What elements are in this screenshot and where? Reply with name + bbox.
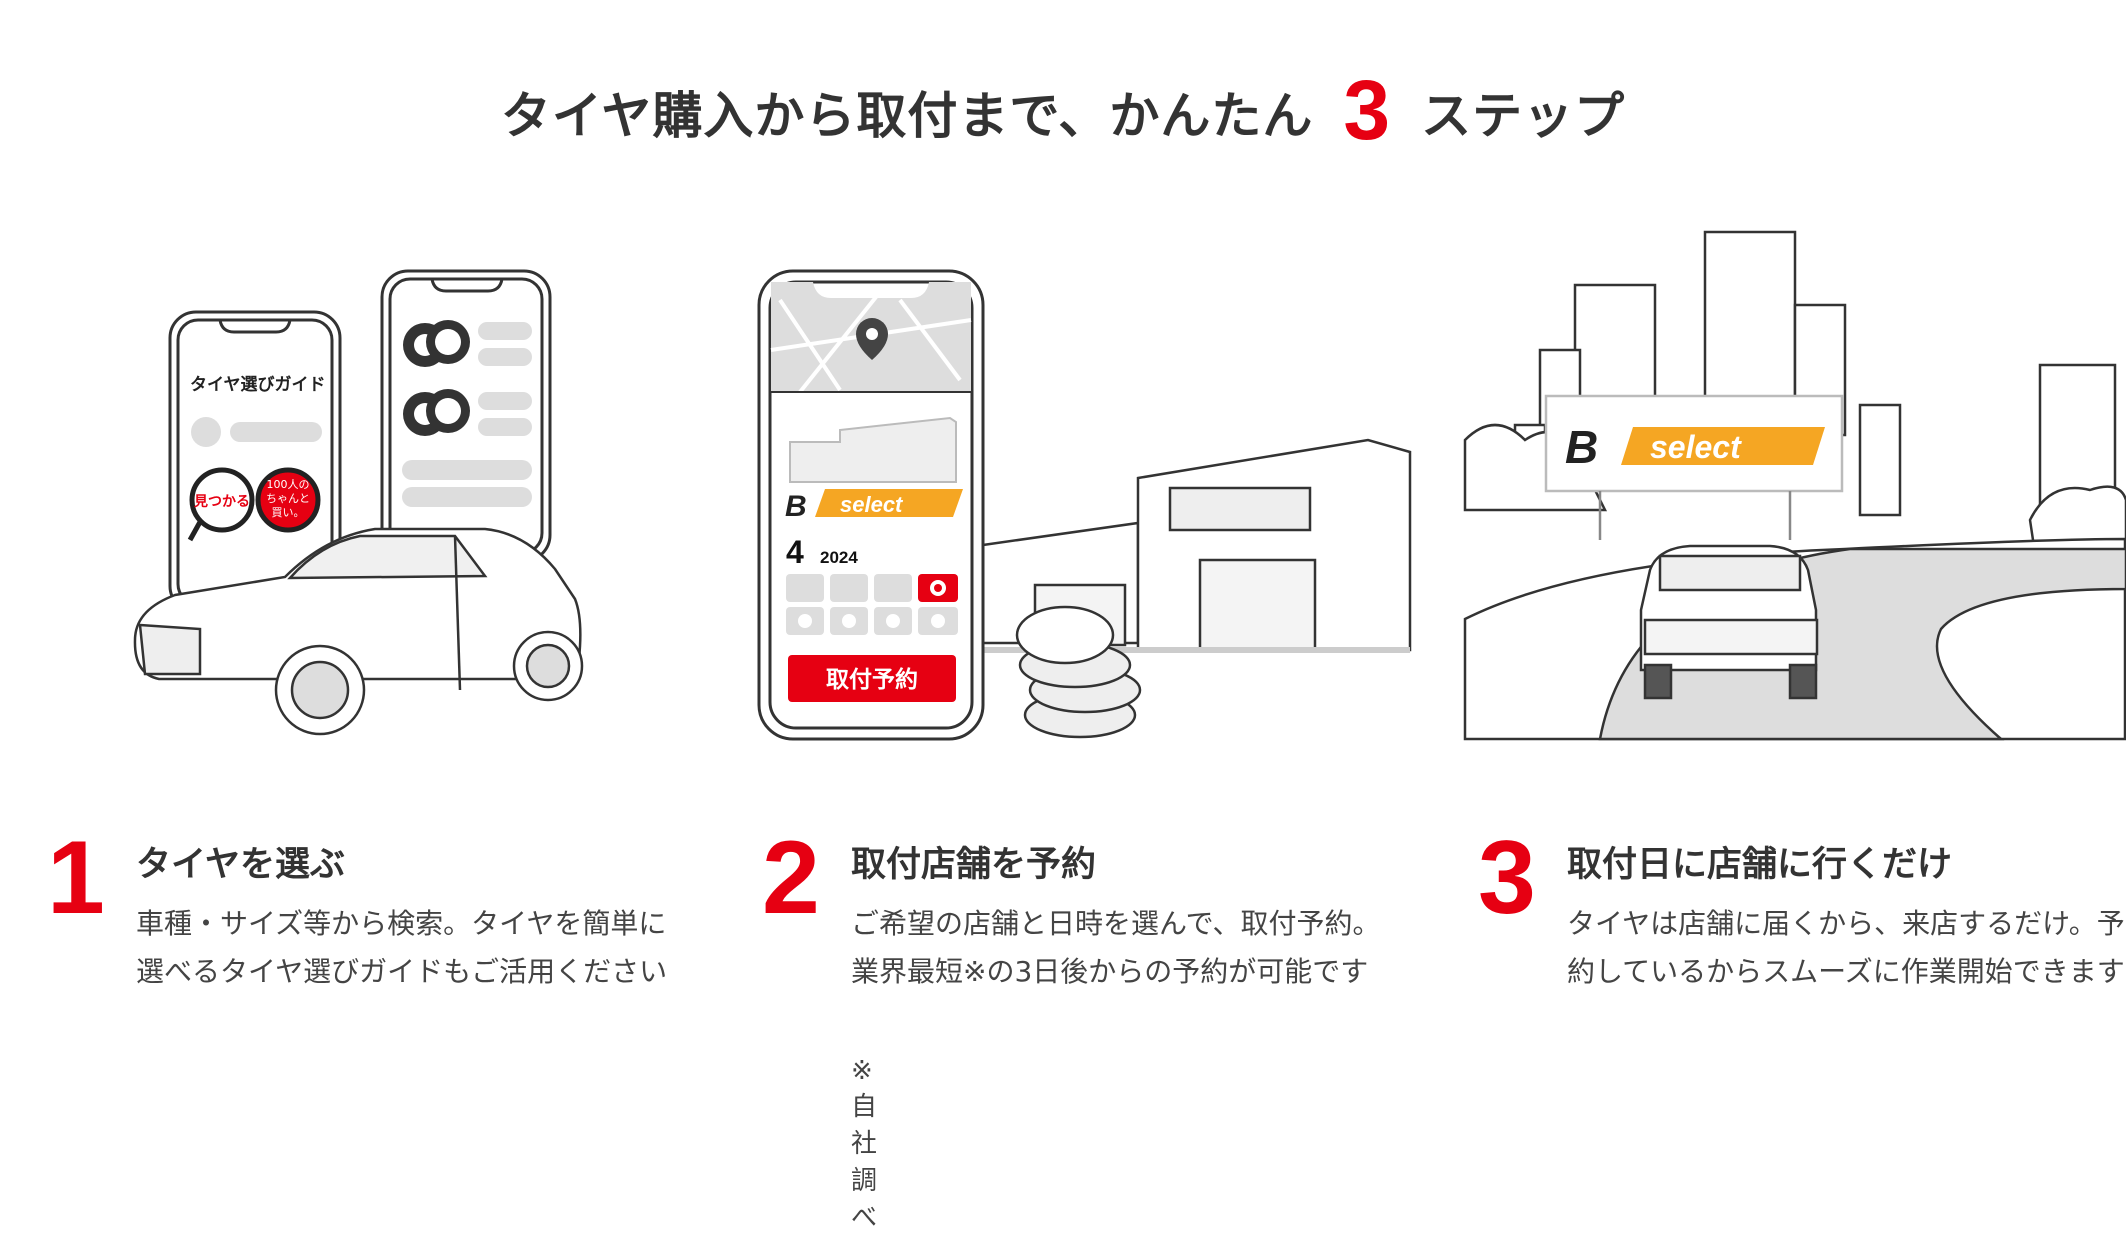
- suv-car: [133, 527, 584, 736]
- badge-people-line1: 100人の: [267, 478, 310, 491]
- step-heading: 取付日に店舗に行くだけ: [1567, 845, 1953, 885]
- step-number: 2: [762, 820, 820, 936]
- step-number: 3: [1478, 820, 1536, 936]
- shop-icon: [789, 416, 957, 483]
- calendar-grid: [786, 574, 958, 635]
- suv-rear: [1639, 544, 1819, 700]
- step-heading: タイヤを選ぶ: [136, 845, 345, 885]
- badge-people-line2: ちゃんと: [266, 492, 310, 505]
- reserve-button-label: 取付予約: [826, 666, 918, 693]
- reserve-button: [788, 655, 956, 702]
- svg-text:B: B: [1565, 421, 1598, 473]
- phone-guide: タイヤ選びガイド 見つかる 100人の ちゃんと 買い。: [168, 310, 342, 614]
- calendar-month: 4: [786, 534, 804, 570]
- guide-app-title: タイヤ選びガイド: [190, 375, 326, 395]
- step3-illustration: B select: [1463, 230, 2126, 741]
- title-text-after: ステップ: [1421, 87, 1626, 145]
- phone-reservation: B select 4 2024 取付予約: [757, 269, 985, 741]
- billboard: B select: [1544, 394, 1844, 540]
- select-logo: B select: [785, 489, 963, 523]
- badge-people-line3: 買い。: [272, 506, 305, 519]
- step-heading: 取付店舗を予約: [851, 845, 1097, 885]
- tire-stack: [1015, 605, 1142, 739]
- title-number: 3: [1343, 63, 1392, 157]
- title-text-before: タイヤ購入から取付まで、かんたん: [500, 87, 1314, 145]
- step2-illustration: B select 4 2024 取付予約: [757, 269, 1412, 741]
- select-logo-text: select: [840, 492, 904, 517]
- step-number: 1: [47, 820, 105, 936]
- step1-illustration: タイヤ選びガイド 見つかる 100人の ちゃんと 買い。: [133, 269, 584, 736]
- step-description: 車種・サイズ等から検索。タイヤを簡単に選べるタイヤ選びガイドもご活用ください: [136, 907, 668, 988]
- page-title: タイヤ購入から取付まで、かんたん 3 ステップ: [0, 62, 2126, 159]
- step-description: タイヤは店舗に届くから、来店するだけ。予約しているからスムーズに作業開始できます: [1567, 907, 2125, 988]
- badge-find: 見つかる: [193, 494, 250, 510]
- svg-text:B: B: [785, 490, 807, 523]
- billboard-logo-text: select: [1650, 429, 1742, 465]
- illustrations: タイヤ選びガイド 見つかる 100人の ちゃんと 買い。: [133, 230, 2126, 741]
- step-description: ご希望の店舗と日時を選んで、取付予約。業界最短※の3日後からの予約が可能です: [851, 907, 1381, 988]
- calendar-year: 2024: [820, 548, 858, 567]
- phone-tire-list: [380, 269, 552, 563]
- step-footnote: ※自社調べ: [851, 1056, 878, 1233]
- magnifier-icon: [189, 467, 255, 533]
